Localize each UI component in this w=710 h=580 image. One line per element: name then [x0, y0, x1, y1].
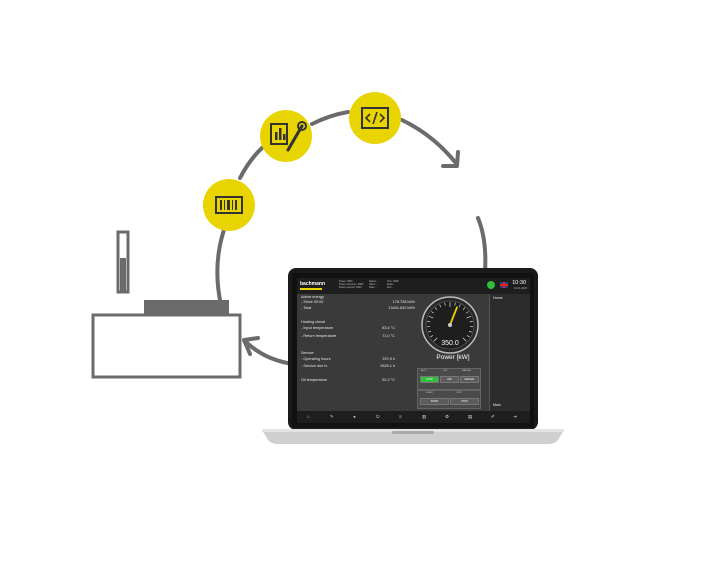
row-value: 370.9 h — [382, 357, 395, 361]
row-label: - Operating hours — [301, 357, 331, 361]
gauge-needle — [449, 306, 458, 326]
gauge-tick — [466, 335, 470, 338]
manual-button[interactable]: MANUAL — [460, 376, 479, 383]
header-info-col-3: Sum: 0000 Mode: - Run: - — [387, 280, 399, 289]
chart-icon[interactable]: ▥ — [422, 414, 427, 419]
arc-top — [310, 110, 350, 126]
gauge-tick — [466, 315, 472, 319]
row-label: - Return temperature — [301, 334, 337, 338]
settings-icon[interactable]: ⚙ — [445, 414, 450, 419]
row-label: - Since 00:00 — [301, 300, 324, 304]
row-value: 13441.632 kWh — [388, 306, 415, 310]
gauge-tick — [431, 311, 435, 314]
row-value: 2629.1 h — [380, 364, 395, 368]
header-info-col-2: Status: - Name: - State: - — [369, 280, 378, 289]
sidebar: Home Main — [489, 294, 530, 411]
brand-underline — [300, 288, 322, 290]
arc-bottom — [244, 340, 295, 366]
section-title-service: Service — [301, 351, 314, 355]
doc-icon[interactable]: ▤ — [468, 414, 473, 419]
gauge-tick — [462, 337, 467, 342]
arc-right — [476, 216, 488, 274]
row-value: 83.4 °C — [382, 326, 395, 330]
start-button[interactable]: START — [420, 398, 449, 405]
gauge-tick — [430, 335, 434, 338]
mode-button-group: AUTO OFF MANUAL AUTO OFF MANUAL — [417, 368, 481, 390]
row-label: - Total — [301, 306, 312, 310]
clock-date: 01.01.2020 — [514, 287, 527, 290]
gauge-tick — [444, 302, 446, 306]
gauge-tick — [434, 307, 438, 311]
gauge-tick — [462, 307, 466, 311]
start-stop-button-group: START STOP START STOP — [417, 390, 481, 409]
code-icon — [349, 92, 401, 144]
arrow-head-top — [441, 150, 460, 168]
header-info-col-1: Power: 0000 Power reference: 0000 Power … — [339, 280, 364, 289]
gauge-value: 350.0 — [441, 340, 459, 347]
arc-top-right — [400, 118, 457, 164]
exit-icon[interactable]: ⇥ — [513, 414, 517, 419]
gauge-caption: Power [kW] — [436, 354, 470, 361]
list-icon[interactable]: ≡ — [399, 414, 402, 419]
laptop-screen: bachmann Power: 0000 Power reference: 00… — [297, 278, 530, 423]
sidebar-item-main[interactable]: Main — [493, 403, 501, 407]
gauge-tick — [428, 330, 432, 333]
gauge-svg: 350.0 — [421, 296, 479, 354]
gauge-tick — [428, 315, 434, 319]
clock-time: 10:30 — [512, 280, 526, 286]
edit-icon[interactable]: ✐ — [491, 414, 495, 419]
left-icon[interactable]: ◂ — [353, 414, 356, 419]
row-label: - Input temperature — [301, 326, 334, 330]
gauge-tick — [454, 302, 456, 306]
gauge-tick — [465, 311, 469, 314]
chart-wrench-icon — [260, 110, 312, 162]
gauge-tick — [433, 337, 438, 342]
barcode-icon — [203, 179, 255, 231]
row-value: 92.3 °C — [382, 378, 395, 382]
gauge-tick — [439, 304, 442, 308]
gauge-tick — [468, 330, 472, 333]
power-icon[interactable]: ⏻ — [376, 414, 380, 419]
app-header: bachmann Power: 0000 Power reference: 00… — [297, 278, 530, 294]
gauge-tick — [458, 304, 461, 308]
section-title-active-energy: Active energy — [301, 295, 325, 299]
stop-button[interactable]: STOP — [450, 398, 479, 405]
section-title-heating-circuit: Heating circuit — [301, 320, 326, 324]
power-gauge: 350.0 — [420, 295, 480, 355]
bottom-toolbar: ⌂ ✎ ◂ ⏻ ≡ ▥ ⚙ ▤ ✐ ⇥ — [297, 411, 530, 423]
auto-button[interactable]: AUTO — [420, 376, 439, 383]
arrow-head-left — [242, 336, 260, 356]
row-value: 71.0 °C — [382, 334, 395, 338]
section-title-oil-temperature: Oil temperature — [301, 378, 328, 382]
status-indicator[interactable] — [487, 281, 495, 289]
row-label: - Service due in — [301, 364, 328, 368]
language-flag-icon[interactable] — [500, 282, 508, 288]
home-icon[interactable]: ⌂ — [307, 414, 310, 419]
brand-logo: bachmann — [300, 281, 326, 287]
sidebar-item-home[interactable]: Home — [493, 296, 503, 300]
tool-icon[interactable]: ✎ — [330, 414, 334, 419]
row-value: 178.728 kWh — [392, 300, 415, 304]
off-button[interactable]: OFF — [440, 376, 459, 383]
machine-icon — [91, 230, 242, 379]
